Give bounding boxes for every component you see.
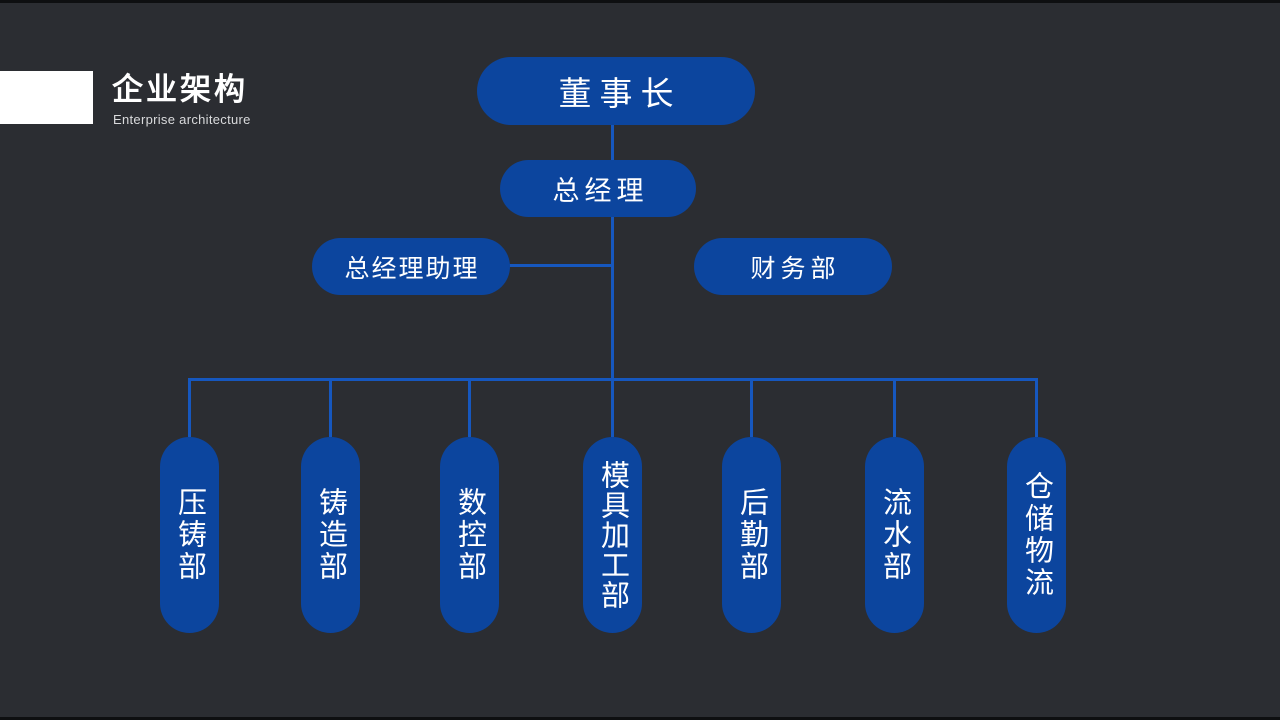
connector-drop-dept-5 (750, 378, 753, 437)
org-node-dept-die-casting: 压铸部 (160, 437, 219, 633)
org-node-general-manager-label: 总经理 (552, 176, 649, 206)
connector-drop-dept-6 (893, 378, 896, 437)
connector-trunk-gm-to-dept (611, 217, 614, 437)
org-node-assistant: 总经理助理 (312, 238, 510, 295)
logo-block (0, 71, 93, 124)
connector-drop-dept-3 (468, 378, 471, 437)
page-subtitle: Enterprise architecture (113, 112, 251, 127)
org-node-dept-label: 数控部 (453, 487, 486, 583)
org-node-chairman-label: 董事长 (558, 75, 682, 112)
org-node-general-manager: 总经理 (500, 160, 696, 217)
org-node-dept-label: 流水部 (878, 487, 911, 583)
org-node-dept-assembly-line: 流水部 (865, 437, 924, 633)
page-title: 企业架构 (112, 72, 248, 107)
org-node-dept-casting: 铸造部 (301, 437, 360, 633)
top-edge-bar (0, 0, 1280, 3)
connector-drop-dept-7 (1035, 378, 1038, 437)
connector-assistant-to-trunk (509, 264, 613, 267)
org-node-dept-warehousing: 仓储物流 (1007, 437, 1066, 633)
org-node-dept-logistics-support: 后勤部 (722, 437, 781, 633)
org-node-assistant-label: 总经理助理 (344, 254, 480, 283)
org-node-finance: 财务部 (694, 238, 892, 295)
org-node-finance-label: 财务部 (750, 254, 841, 283)
org-node-dept-label: 后勤部 (735, 487, 768, 583)
org-node-dept-label: 铸造部 (314, 487, 347, 583)
connector-drop-dept-2 (329, 378, 332, 437)
connector-chairman-to-gm (611, 125, 614, 160)
org-node-dept-mold-processing: 模具加工部 (583, 437, 642, 633)
org-node-dept-label: 模具加工部 (596, 460, 629, 610)
org-node-chairman: 董事长 (477, 57, 755, 125)
connector-distribution-bar (188, 378, 1038, 381)
org-node-dept-label: 压铸部 (173, 487, 206, 583)
bottom-edge-bar (0, 717, 1280, 720)
org-node-dept-cnc: 数控部 (440, 437, 499, 633)
connector-drop-dept-1 (188, 378, 191, 437)
org-node-dept-label: 仓储物流 (1020, 471, 1053, 599)
